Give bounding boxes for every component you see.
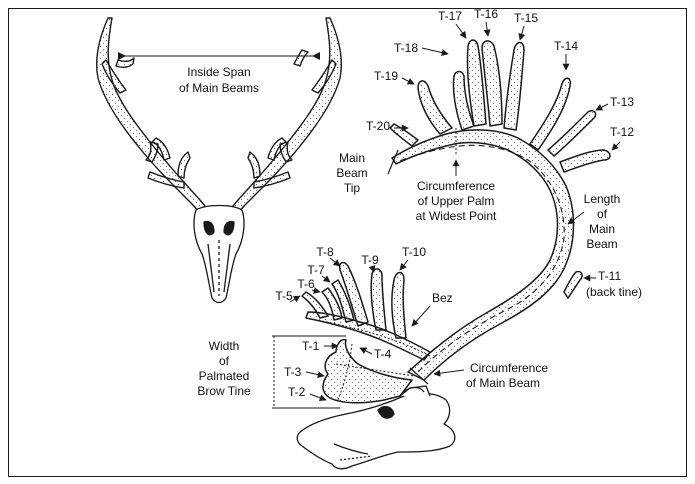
tine-label-t3: T-3 xyxy=(284,365,302,379)
main-beam-tip-label-3: Tip xyxy=(344,181,361,195)
tine-label-t19: T-19 xyxy=(374,69,398,83)
tine-arrow-t17 xyxy=(456,24,466,38)
tine-arrow-t10 xyxy=(400,260,408,270)
tine-label-t5: T-5 xyxy=(275,289,293,303)
front-view-skull xyxy=(194,206,244,303)
main-beam-circ-label-1: Circumference xyxy=(470,361,548,375)
tine-arrow-t4 xyxy=(360,348,372,354)
tine-arrow-t12 xyxy=(612,142,620,150)
inside-span-arrow-right xyxy=(312,52,320,60)
tine-label-t9: T-9 xyxy=(361,253,379,267)
tine-arrow-t7 xyxy=(322,276,330,282)
tine-arrow-t6 xyxy=(312,290,320,292)
bez-arrow xyxy=(412,306,430,326)
length-main-beam-label-3: Main xyxy=(589,222,615,236)
tine-label-t2: T-2 xyxy=(288,385,306,399)
length-main-beam-label-2: of xyxy=(597,207,608,221)
inside-span-label-1: Inside Span xyxy=(187,65,250,79)
main-beam-circ-label-2: of Main Beam xyxy=(466,376,540,390)
tine-t20-shape xyxy=(390,124,418,146)
tine-arrow-t19 xyxy=(402,78,414,84)
brow-width-label-1: Width xyxy=(209,339,240,353)
brow-width-label-2: of xyxy=(219,354,230,368)
tine-t19-shape xyxy=(418,81,452,134)
upper-palm-label-2: of Upper Palm xyxy=(418,194,495,208)
brow-palm-shape xyxy=(323,340,412,403)
tine-arrow-t18 xyxy=(422,48,448,54)
tine-label-t14: T-14 xyxy=(554,39,578,53)
main-beam-tip-label-1: Main xyxy=(339,151,365,165)
tine-t15-shape xyxy=(504,43,524,131)
tine-t11-shape xyxy=(564,272,582,298)
bez-label: Bez xyxy=(432,291,453,305)
tine-label-t16: T-16 xyxy=(474,7,498,21)
tine-label-t15: T-15 xyxy=(514,11,538,25)
tine-label-t6: T-6 xyxy=(297,277,315,291)
length-main-beam-label-1: Length xyxy=(584,192,621,206)
tine-arrow-t8 xyxy=(330,258,340,266)
tine-label-t8: T-8 xyxy=(316,245,334,259)
tine-label-t12: T-12 xyxy=(610,125,634,139)
length-main-beam-label-4: Beam xyxy=(586,237,617,251)
main-beam-tip-label-2: Beam xyxy=(336,166,367,180)
tine-label-t4: T-4 xyxy=(374,347,392,361)
tine-t9-shape xyxy=(371,269,386,330)
upper-palm-label-1: Circumference xyxy=(417,179,495,193)
tine-label-t13: T-13 xyxy=(610,95,634,109)
tine-label-t10: T-10 xyxy=(402,245,426,259)
tine-label-t17: T-17 xyxy=(438,9,462,23)
tine-arrow-t16 xyxy=(486,22,488,36)
tine-t10-shape xyxy=(392,273,406,339)
tine-t12-shape xyxy=(560,150,610,172)
tine-label-t1: T-1 xyxy=(302,339,320,353)
main-beam-circ-arrow xyxy=(434,370,464,374)
tine-arrow-t13 xyxy=(596,104,608,110)
back-tine-label: (back tine) xyxy=(586,285,642,299)
inside-span-label-2: of Main Beams xyxy=(179,81,259,95)
tine-label-t18: T-18 xyxy=(394,41,418,55)
tine-label-t7: T-7 xyxy=(307,263,325,277)
upper-palm-label-3: at Widest Point xyxy=(416,209,497,223)
tine-arrow-t15 xyxy=(520,26,524,40)
front-view-antlers xyxy=(97,18,342,216)
tine-label-t20: T-20 xyxy=(366,119,390,133)
tine-arrow-t3 xyxy=(306,372,324,376)
tine-label-t11: T-11 xyxy=(598,269,621,283)
inside-span-arrow-left xyxy=(118,52,126,60)
brow-width-label-3: Palmated xyxy=(199,369,250,383)
tine-arrow-t2 xyxy=(310,394,326,400)
brow-width-label-4: Brow Tine xyxy=(197,384,251,398)
